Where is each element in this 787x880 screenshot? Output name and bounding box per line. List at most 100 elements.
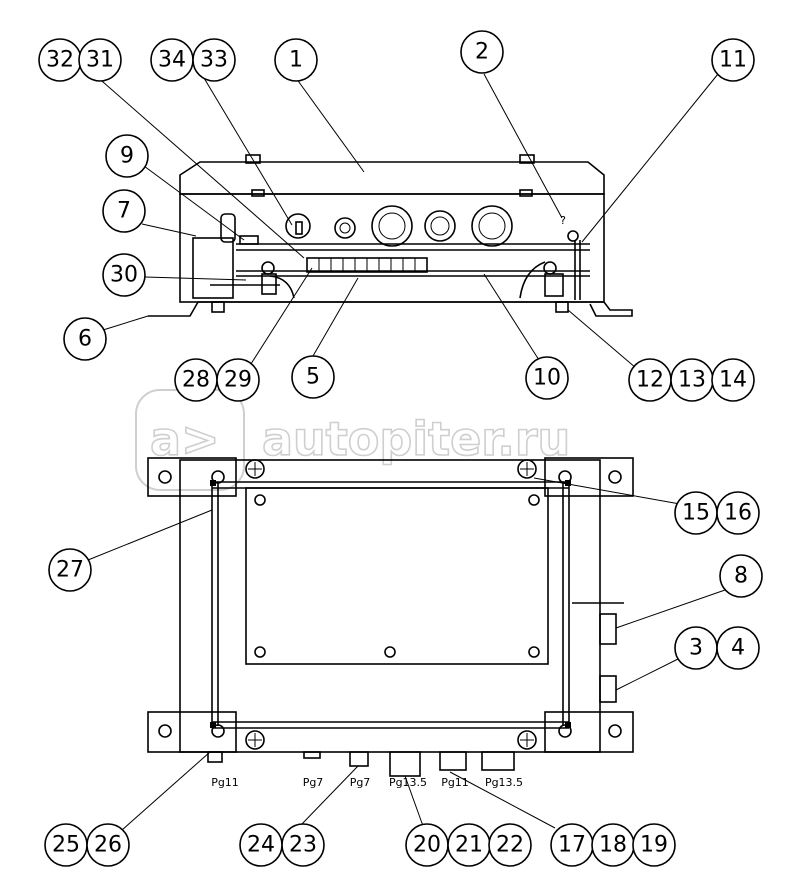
callout-30: 30 (102, 253, 146, 297)
callout-25: 25 (44, 823, 88, 867)
gland-label-pg11-left: Pg11 (211, 776, 239, 789)
callout-11: 11 (711, 38, 755, 82)
svg-text:26: 26 (94, 833, 122, 858)
mount-screw-right-top (567, 230, 579, 242)
callout-4: 4 (716, 626, 760, 670)
svg-text:14: 14 (719, 368, 747, 393)
gland-label-pg7-a: Pg7 (303, 776, 324, 789)
gland-pg7-a (303, 751, 321, 759)
gland-pg7-b (349, 751, 369, 767)
svg-text:1: 1 (289, 48, 303, 73)
svg-text:7: 7 (117, 199, 131, 224)
side-gland-lower (599, 675, 617, 703)
mounting-foot (148, 301, 633, 317)
mounting-bracket-top-right (544, 457, 634, 497)
front-view (147, 457, 634, 777)
indicator-lamp-lens (339, 222, 351, 234)
callout-19: 19 (632, 823, 676, 867)
svg-text:19: 19 (640, 833, 668, 858)
lid-screw-bl (245, 730, 265, 750)
rod-corner-tl (210, 480, 216, 486)
callout-27: 27 (48, 548, 92, 592)
gland-pg11-b (439, 751, 467, 771)
callout-12: 12 (628, 358, 672, 402)
callout-16: 16 (716, 491, 760, 535)
side-gland-upper (599, 613, 617, 645)
callout-7: 7 (102, 189, 146, 233)
svg-text:28: 28 (182, 368, 210, 393)
lid-clip-left (251, 189, 265, 197)
callout-28: 28 (174, 358, 218, 402)
svg-text:22: 22 (496, 833, 524, 858)
callouts: 32 31 34 33 1 2 11 9 7 30 6 28 29 5 10 1… (38, 30, 763, 867)
callout-1: 1 (274, 38, 318, 82)
svg-text:11: 11 (719, 48, 747, 73)
gland-labels: Pg11 Pg7 Pg7 Pg13.5 Pg11 Pg13.5 (211, 776, 523, 789)
callout-31: 31 (78, 38, 122, 82)
svg-text:13: 13 (678, 368, 706, 393)
rod-corner-br (565, 722, 571, 728)
support-right (519, 261, 546, 299)
svg-text:33: 33 (200, 48, 228, 73)
svg-text:25: 25 (52, 833, 80, 858)
watermark-site-text: autopiter.ru (262, 412, 570, 466)
svg-text:8: 8 (734, 564, 748, 589)
gland-label-pg7-b: Pg7 (350, 776, 371, 789)
lid-screw-tr (517, 459, 537, 479)
push-button-large (371, 205, 413, 247)
panel-screw-bl (254, 646, 266, 658)
callout-20: 20 (405, 823, 449, 867)
svg-text:23: 23 (289, 833, 317, 858)
panel-screw-tl (254, 494, 266, 506)
callout-29: 29 (216, 358, 260, 402)
callout-10: 10 (525, 356, 569, 400)
callout-18: 18 (591, 823, 635, 867)
mounting-bracket-bottom-right (544, 711, 634, 753)
gland-pg13-5-a (389, 751, 421, 777)
callout-21: 21 (447, 823, 491, 867)
mount-screw-left (261, 261, 275, 275)
callout-5: 5 (291, 355, 335, 399)
gland-label-pg13-5-a: Pg13.5 (389, 776, 427, 789)
push-button-medium-inner (430, 216, 450, 236)
mount-screw-right (543, 261, 557, 275)
callout-3: 3 (674, 626, 718, 670)
rod-corner-tr (565, 480, 571, 486)
svg-text:32: 32 (46, 48, 74, 73)
svg-text:15: 15 (682, 501, 710, 526)
callout-15: 15 (674, 491, 718, 535)
callout-34: 34 (150, 38, 194, 82)
mounting-bracket-bottom-left (147, 711, 237, 753)
callout-8: 8 (719, 554, 763, 598)
callout-22: 22 (488, 823, 532, 867)
leader-lines (87, 73, 726, 831)
mounting-bracket-top-left (147, 457, 237, 497)
push-button-large-inner (378, 212, 406, 240)
panel-screw-bm (384, 646, 396, 658)
callout-26: 26 (86, 823, 130, 867)
svg-text:17: 17 (558, 833, 586, 858)
svg-text:6: 6 (78, 327, 92, 352)
watermark: a> autopiter.ru (135, 389, 571, 491)
switch-small (295, 221, 303, 235)
callout-2: 2 (460, 30, 504, 74)
support-left (269, 275, 295, 299)
push-button-large-2-inner (478, 212, 506, 240)
push-button-medium (424, 210, 456, 242)
lid-hinge-left (245, 154, 261, 164)
rod-corner-bl (210, 722, 216, 728)
foot-bolt-left (211, 301, 225, 313)
svg-text:3: 3 (689, 636, 703, 661)
gland-label-pg13-5-b: Pg13.5 (485, 776, 523, 789)
fuse-holder (220, 213, 236, 243)
svg-text:20: 20 (413, 833, 441, 858)
callout-33: 33 (192, 38, 236, 82)
front-panel (245, 487, 549, 665)
callout-24: 24 (239, 823, 283, 867)
svg-text:10: 10 (533, 366, 561, 391)
svg-text:29: 29 (224, 368, 252, 393)
lid-clip-right (519, 189, 533, 197)
gland-pg13-5-b (481, 751, 515, 771)
svg-text:27: 27 (56, 558, 84, 583)
